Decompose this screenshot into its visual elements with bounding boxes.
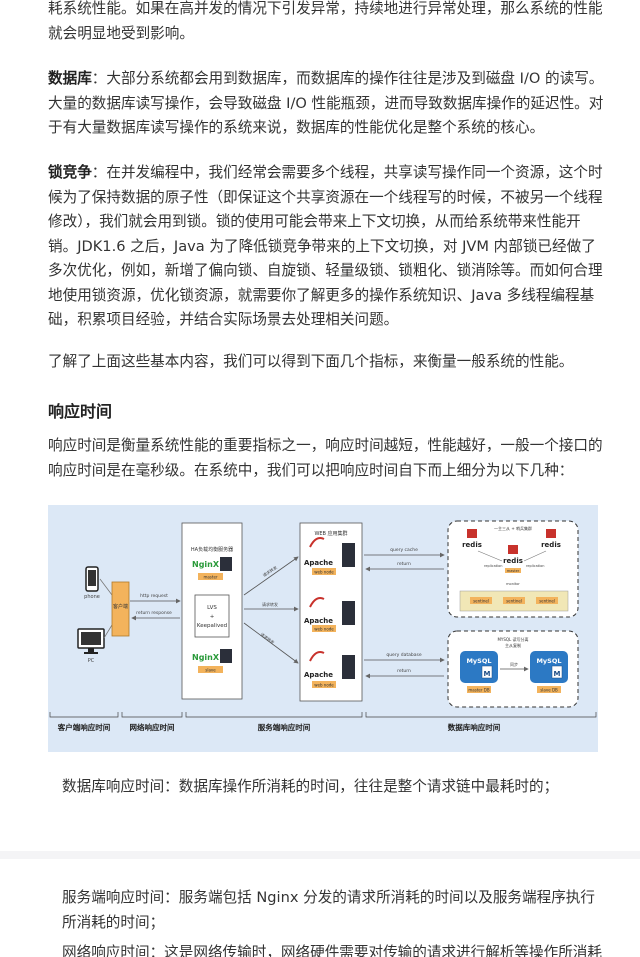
pc-label: PC — [88, 658, 95, 664]
svg-text:master: master — [507, 569, 520, 573]
svg-text:redis: redis — [503, 557, 523, 565]
return-label-2: return — [397, 668, 411, 674]
database-text: ：大部分系统都会用到数据库，而数据库的操作往往是涉及到磁盘 I/O 的读写。大量… — [48, 70, 604, 136]
lock-text: ：在并发编程中，我们经常会需要多个线程，共享读写操作同一个资源，这个时候为了保持… — [48, 164, 603, 328]
http-request-label: http request — [140, 593, 168, 599]
sentinel-2 — [503, 597, 525, 604]
svg-text:web node: web node — [314, 627, 334, 632]
paragraph-summary: 了解了上面这些基本内容，我们可以得到下面几个指标，来衡量一般系统的性能。 — [48, 353, 574, 370]
paragraph-lock: 锁竞争：在并发编程中，我们经常会需要多个线程，共享读写操作同一个资源，这个时候为… — [48, 161, 604, 333]
timing-brackets — [49, 712, 597, 718]
return-response-label: return response — [136, 610, 172, 616]
svg-text:redis: redis — [462, 541, 482, 549]
label-db-time: 数据库响应时间 — [448, 722, 501, 732]
client-box-label: 客户端 — [113, 603, 128, 610]
arrow-label-2: 请求转发 — [262, 601, 278, 607]
svg-text:web node: web node — [314, 683, 334, 688]
svg-text:LVS: LVS — [207, 605, 217, 611]
label-server-time: 服务端响应时间 — [258, 722, 311, 732]
master-db-tag — [467, 686, 491, 693]
query-database-label: query database — [386, 652, 422, 658]
arrow-label-3: 请求转发 — [259, 631, 275, 645]
redis-node-center: redis — [503, 545, 523, 565]
list-item-server-time: 服务端响应时间：服务端包括 Nginx 分发的请求所消耗的时间以及服务端程序执行… — [62, 889, 595, 931]
replication-label-2: replication — [526, 564, 544, 568]
list-item-db-time: 数据库响应时间：数据库操作所消耗的时间，往往是整个请求链中最耗时的； — [62, 778, 559, 795]
svg-text:slave DB: slave DB — [540, 688, 558, 693]
section-heading: 响应时间 — [48, 402, 113, 421]
svg-text:slave: slave — [205, 668, 216, 673]
lvs-box — [194, 594, 230, 638]
svg-text:master: master — [203, 575, 217, 580]
architecture-diagram: phone PC 客户端 http request return respons… — [48, 505, 598, 752]
paragraph-exception: 耗系统性能。如果在高并发的情况下引发异常，持续地进行异常处理，那么系统的性能就会… — [48, 0, 603, 42]
svg-text:sentinel: sentinel — [539, 599, 555, 604]
redis-node-right: redis — [541, 529, 561, 549]
pc-icon — [77, 628, 105, 654]
svg-text:master DB: master DB — [468, 688, 489, 693]
svg-text:sentinel: sentinel — [473, 599, 489, 604]
nginx-slave-icon: NginX — [192, 649, 232, 663]
apache-node-1: Apache web node — [304, 537, 355, 575]
slave-db-tag — [537, 686, 561, 693]
svg-text:sentinel: sentinel — [506, 599, 522, 604]
label-client-time: 客户端响应时间 — [57, 722, 111, 732]
svg-text:M: M — [554, 670, 561, 678]
nginx-master-icon: NginX — [192, 557, 232, 571]
section-divider — [0, 851, 640, 859]
mysql-title: MYSQL 读写分离 — [497, 636, 528, 642]
client-box — [111, 581, 130, 637]
replication-label-1: replication — [484, 564, 502, 568]
nginx-master-tag — [198, 573, 223, 580]
apache-node-3: Apache web node — [304, 651, 355, 688]
paragraph-response-time: 响应时间是衡量系统性能的重要指标之一，响应时间越短，性能越好，一般一个接口的响应… — [48, 437, 603, 479]
redis-title: 一主三从 + 哨兵集群 — [494, 525, 532, 531]
list-item-network-time: 网络响应时间：这是网络传输时，网络硬件需要对传输的请求进行解析等操作所消耗的时间… — [62, 944, 602, 957]
sentinel-3 — [536, 597, 558, 604]
apache-node-2: Apache web node — [304, 597, 355, 632]
redis-node-left: redis — [462, 529, 482, 549]
arrow-label-1: 请求转发 — [261, 564, 278, 578]
svg-text:NginX: NginX — [192, 653, 220, 662]
monitor-label: monitor — [506, 582, 520, 586]
svg-text:M: M — [484, 670, 491, 678]
term-lock: 锁竞争 — [48, 164, 92, 181]
nginx-slave-tag — [198, 666, 223, 673]
svg-text:redis: redis — [541, 541, 561, 549]
sync-label: 同步 — [510, 661, 518, 667]
svg-text:MySQL: MySQL — [536, 657, 561, 665]
svg-text:+: + — [210, 614, 215, 620]
sentinel-1 — [470, 597, 492, 604]
svg-text:NginX: NginX — [192, 560, 220, 569]
label-network-time: 网络响应时间 — [130, 722, 175, 732]
return-label-1: return — [397, 561, 411, 567]
svg-text:Apache: Apache — [304, 617, 333, 625]
redis-master-tag — [505, 568, 521, 573]
paragraph-database: 数据库：大部分系统都会用到数据库，而数据库的操作往往是涉及到磁盘 I/O 的读写… — [48, 67, 604, 141]
query-cache-label: query cache — [390, 547, 418, 553]
svg-text:Apache: Apache — [304, 671, 333, 679]
mysql-master-icon: MySQL M — [460, 651, 498, 683]
mysql-subtitle: 主从复制 — [505, 642, 521, 648]
phone-label: phone — [84, 594, 100, 600]
svg-text:MySQL: MySQL — [466, 657, 491, 665]
web-title: WEB 应用集群 — [314, 530, 347, 537]
mysql-slave-icon: MySQL M — [530, 651, 568, 683]
svg-text:web node: web node — [314, 570, 334, 575]
ha-title: HA负载均衡服务器 — [191, 546, 233, 553]
term-database: 数据库 — [48, 70, 92, 87]
phone-icon — [85, 566, 99, 592]
svg-text:Apache: Apache — [304, 559, 333, 567]
svg-text:Keepalived: Keepalived — [197, 623, 227, 629]
